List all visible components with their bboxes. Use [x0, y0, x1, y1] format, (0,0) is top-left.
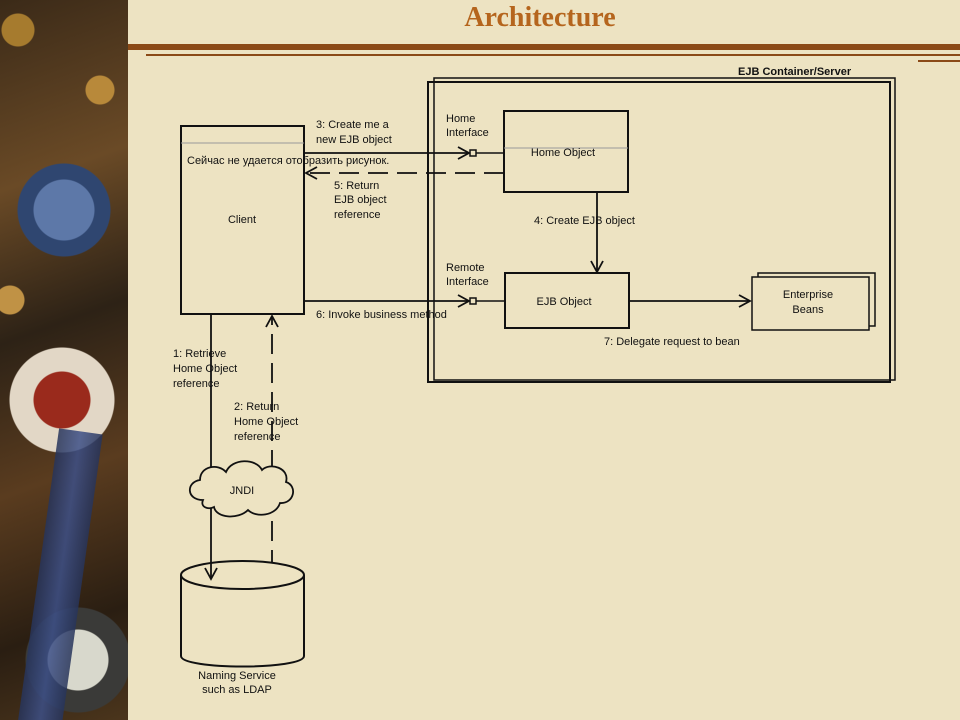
step-1-label-3: reference: [173, 378, 219, 390]
home-object-box: [503, 110, 629, 193]
step-3-label-1: 3: Create me a: [316, 119, 390, 131]
slide-title: Architecture: [464, 2, 616, 33]
step-2-label-1: 2: Return: [234, 401, 279, 413]
jndi-label: JNDI: [230, 485, 254, 497]
remote-interface-label-1: Remote: [446, 262, 485, 274]
step-5-label-2: EJB object: [334, 194, 387, 206]
step-1-label-2: Home Object: [173, 363, 237, 375]
client-label: Client: [228, 214, 256, 226]
home-interface-label-1: Home: [446, 113, 475, 125]
beans-label-1: Enterprise: [783, 289, 833, 301]
jndi-cloud: [188, 460, 294, 518]
remote-interface-port: [469, 297, 477, 305]
home-interface-label-2: Interface: [446, 127, 489, 139]
ejb-object-label: EJB Object: [536, 296, 591, 308]
naming-service-label-1: Naming Service: [198, 670, 276, 682]
beans-label-2: Beans: [792, 304, 824, 316]
decorative-medal-panel: [0, 0, 128, 720]
step-1-label-1: 1: Retrieve: [173, 348, 226, 360]
home-interface-port: [469, 149, 477, 157]
naming-service-label-2: such as LDAP: [202, 684, 272, 696]
container-shadow: [433, 77, 896, 381]
remote-interface-label-2: Interface: [446, 276, 489, 288]
title-rule-short: [918, 60, 960, 62]
ejb-container-box: [427, 81, 891, 383]
client-box: [180, 125, 305, 315]
step-7-label: 7: Delegate request to bean: [604, 336, 740, 348]
beans-box-front: [751, 276, 870, 331]
step-2-label-3: reference: [234, 431, 280, 443]
step-5-label-3: reference: [334, 209, 380, 221]
title-rule-thin: [146, 54, 960, 56]
step-2-label-2: Home Object: [234, 416, 298, 428]
step-3-label-2: new EJB object: [316, 134, 392, 146]
container-label: EJB Container/Server: [738, 66, 852, 78]
naming-service-cylinder-body: [180, 575, 305, 668]
image-error-text: Сейчас не удается отобразить рисунок.: [187, 155, 389, 167]
home-object-label: Home Object: [531, 147, 595, 159]
title-rule-thick: [128, 44, 960, 50]
step-5-label-1: 5: Return: [334, 180, 379, 192]
naming-service-cylinder-top: [180, 560, 305, 590]
step-4-label: 4: Create EJB object: [534, 215, 635, 227]
step-6-label: 6: Invoke business method: [316, 309, 447, 321]
